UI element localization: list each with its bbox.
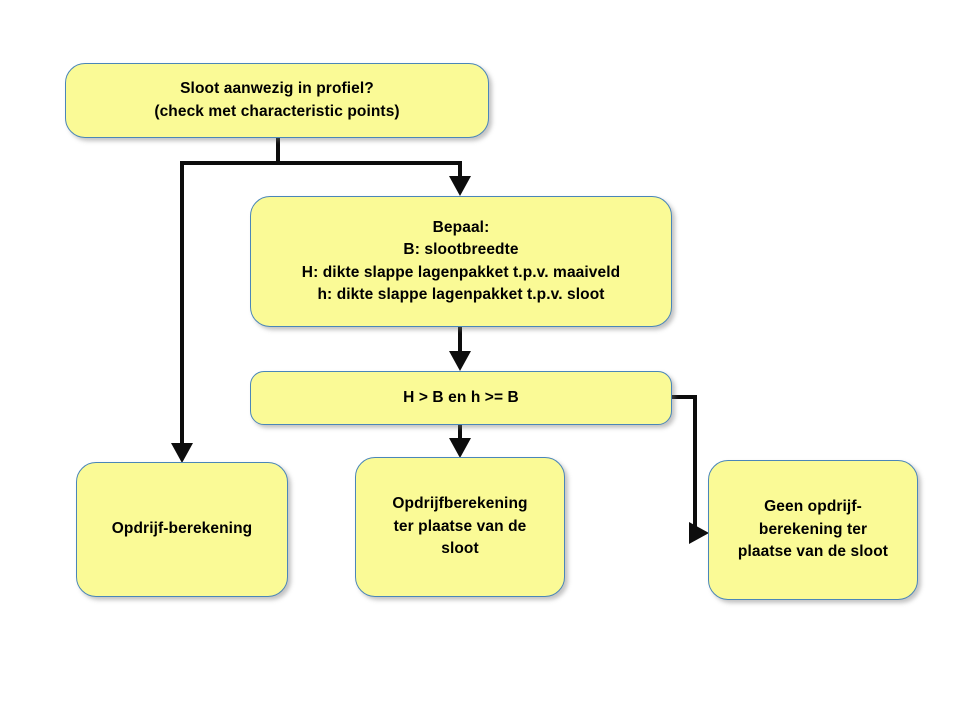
node-bepaal-parameters[interactable]: Bepaal: B: slootbreedte H: dikte slappe … <box>250 196 672 327</box>
node-sloot-aanwezig-check[interactable]: Sloot aanwezig in profiel? (check met ch… <box>65 63 489 138</box>
connector-condition-to-result-middle <box>449 425 471 458</box>
connector-determine-to-condition <box>449 327 471 371</box>
connector-start-to-result-left <box>171 161 278 463</box>
connector-start-to-determine <box>276 138 471 196</box>
node-opdrijfberekening-ter-plaatse-sloot[interactable]: Opdrijfberekening ter plaatse van de slo… <box>355 457 565 597</box>
node-conditie-h-b[interactable]: H > B en h >= B <box>250 371 672 425</box>
node-opdrijf-berekening[interactable]: Opdrijf-berekening <box>76 462 288 597</box>
connector-condition-to-result-right <box>672 395 709 544</box>
node-geen-opdrijfberekening-ter-plaatse-sloot[interactable]: Geen opdrijf- berekening ter plaatse van… <box>708 460 918 600</box>
